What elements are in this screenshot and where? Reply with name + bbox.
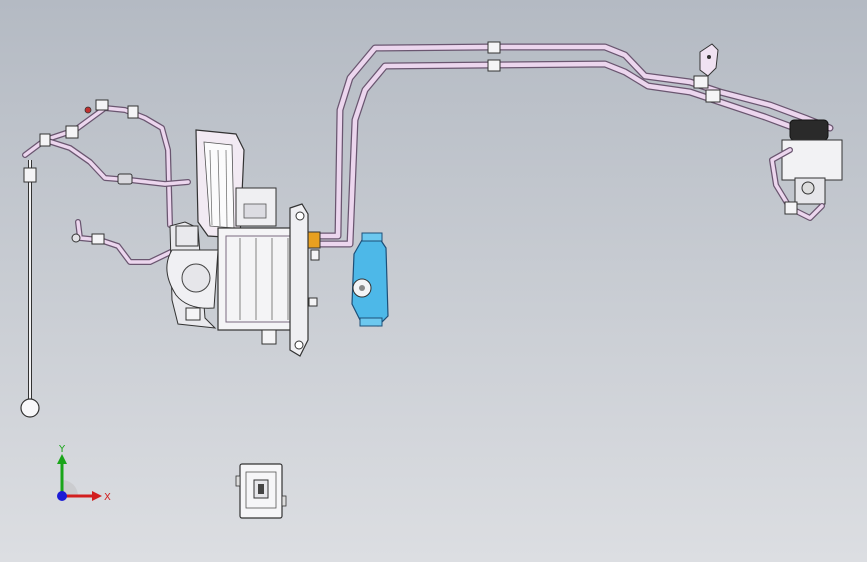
module-tab [235,475,241,487]
filter-rib [225,149,228,228]
hose-fitting [95,99,109,111]
pipe-upper-edge [306,43,834,240]
blower-wheel [181,263,211,293]
flange-bolt [295,211,305,221]
valve-body [781,139,843,181]
hose-fitting [127,105,139,119]
pipe-clamp [487,59,501,72]
valve-port [801,181,815,195]
hose-fitting [65,125,79,139]
pipe-clamp [693,75,709,89]
module-tab [281,495,287,507]
hose-lower [43,138,190,186]
hose-fitting [91,233,105,245]
filter-rib [209,149,213,226]
hvac-blower-unit[interactable] [166,129,320,357]
hvac-connector [308,297,318,307]
z-axis-dot [57,491,67,501]
axis-triad[interactable]: Y X [57,444,111,503]
pipe-upper [307,44,833,239]
valve-fitting [784,201,798,215]
support-rod[interactable] [20,160,40,418]
hvac-small-box [175,225,199,247]
cover-top-tab [361,232,383,242]
triad-plane [62,480,78,496]
refrigerant-pipe-assembly[interactable] [306,41,834,249]
cover-hub-center [359,285,365,291]
control-module[interactable] [235,463,287,519]
hvac-foot [185,307,201,321]
module-pin [258,484,264,494]
hose-assembly[interactable] [22,99,191,265]
hose-fitting-end [71,233,81,243]
mounting-bracket [699,43,719,77]
hose-fitting-red [84,106,92,114]
hvac-connector [310,249,320,261]
hose-main [23,106,172,227]
x-axis-label: X [104,492,111,503]
expansion-valve-assembly[interactable] [769,119,843,221]
hvac-foot [261,329,277,345]
valve-cap [789,119,829,141]
pipe-lower [315,61,825,247]
y-axis-arrow [57,454,67,464]
hose-fitting [117,173,133,185]
module-inner [245,471,277,509]
hvac-upper-detail [243,203,267,219]
pipe-lower-edge [314,60,826,248]
valve-hose [770,148,824,220]
x-axis-arrow [92,491,102,501]
pipe-clamp [487,41,501,54]
y-axis-label: Y [58,444,66,455]
rod-ball-end [20,398,40,418]
hvac-flange [289,203,309,357]
pipe-clamp [705,89,721,103]
hose-fitting [39,133,51,147]
blower-cover[interactable] [351,232,389,327]
rod-joint [23,167,37,183]
orange-clamp [307,231,321,249]
bracket-hole [707,55,711,59]
flange-bolt [294,340,304,350]
cover-bottom-tab [359,317,383,327]
filter-rib [217,149,221,227]
